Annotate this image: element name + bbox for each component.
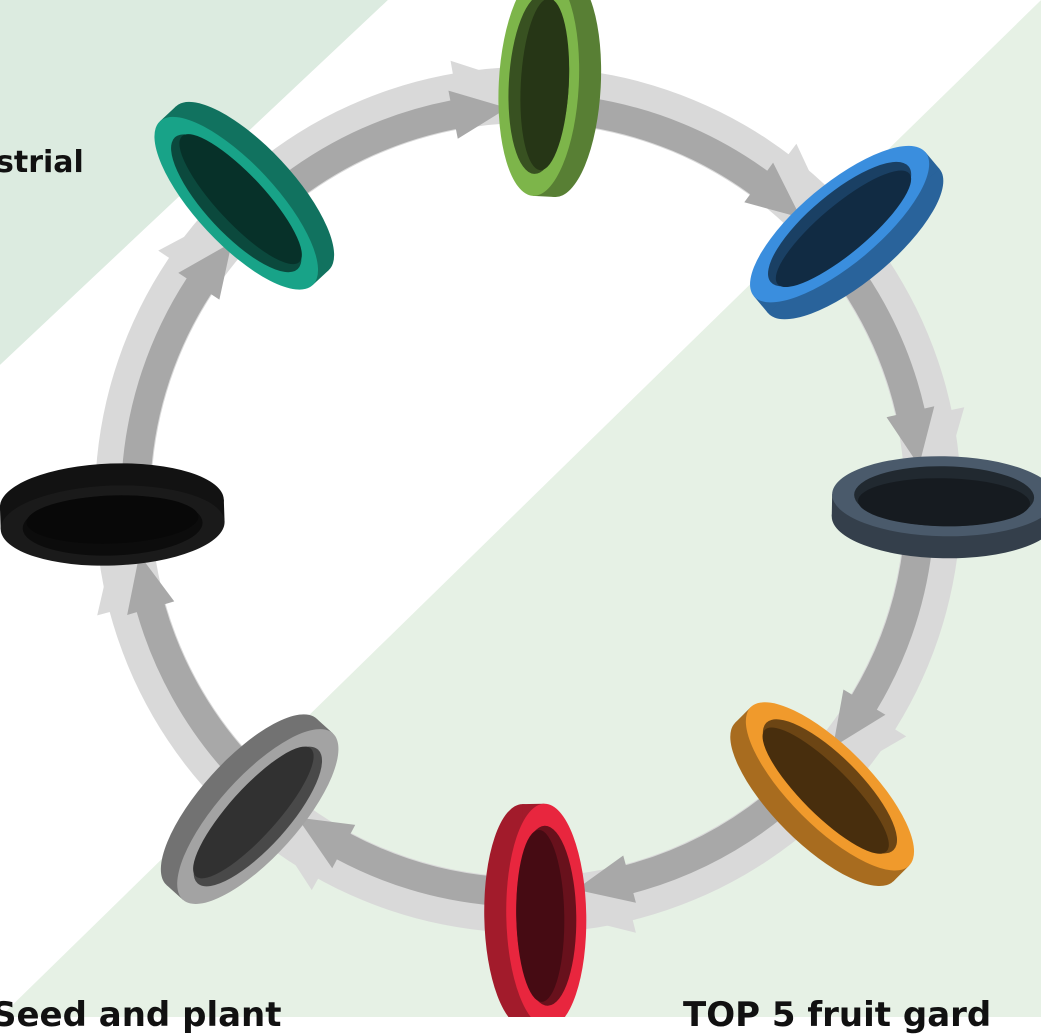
ring-blue — [750, 145, 944, 320]
ring-hole-inner — [858, 478, 1031, 527]
ring-hole-inner — [762, 727, 889, 854]
label-top-left: strial — [0, 145, 84, 180]
ring-hole-inner — [26, 495, 199, 544]
arrow-segment-inner — [587, 98, 801, 218]
ring-hole-inner — [520, 0, 570, 171]
label-bottom-left: Seed and plant — [0, 995, 282, 1035]
arrow-segment-inner — [833, 546, 932, 748]
ring-hole-inner — [179, 134, 302, 265]
arrow-segment-inner — [575, 793, 785, 903]
arrow-segment-inner — [841, 272, 935, 466]
arrow-ring — [94, 60, 965, 934]
ring-slate — [831, 456, 1041, 559]
ring-black — [0, 463, 225, 566]
arrow-segment-inner — [127, 554, 248, 773]
ring-teal — [154, 101, 335, 290]
label-bottom-right: TOP 5 fruit gard — [683, 995, 992, 1035]
ring-green — [498, 0, 602, 198]
ring-hole-inner — [193, 746, 314, 879]
arrow-segment-inner — [121, 242, 232, 474]
ring-hole-inner — [775, 170, 912, 288]
arrow-segment-outer — [96, 215, 224, 487]
ring-hole-inner — [516, 829, 565, 1002]
arrow-segment-inner — [283, 90, 508, 199]
ring-orange — [730, 702, 915, 887]
ring-red — [484, 803, 587, 1017]
arrow-segment-inner — [297, 817, 496, 906]
ring-gray — [160, 714, 339, 904]
